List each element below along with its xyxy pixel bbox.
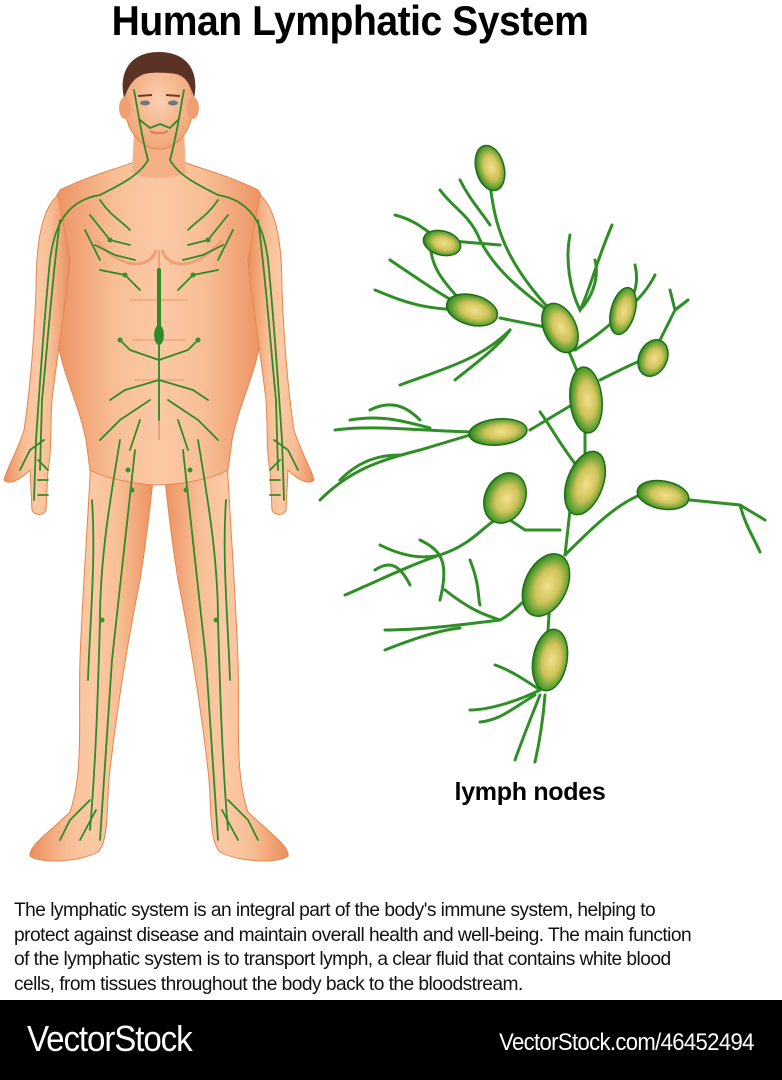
lymph-node (609, 286, 637, 336)
vectorstock-logo: VectorStock (27, 1018, 193, 1059)
lymph-node (563, 450, 607, 516)
lymph-node (468, 418, 528, 446)
lymph-node (637, 339, 669, 377)
lymph-node (569, 366, 603, 434)
lymph-node (541, 302, 579, 354)
watermark-footer-bar: VectorStock VectorStock.com/46452494 (0, 1000, 782, 1080)
lymph-node (445, 293, 499, 327)
lymph-node-glands (422, 144, 690, 692)
description-paragraph: The lymphatic system is an integral part… (14, 899, 782, 997)
description-line: of the lymphatic system is to transport … (14, 949, 671, 971)
lymph-node (521, 553, 571, 617)
description-line: protect against disease and maintain ove… (14, 924, 692, 946)
lymph-nodes-label: lymph nodes (454, 778, 606, 806)
vectorstock-image-url: VectorStock.com/46452494 (499, 1029, 754, 1056)
page-title: Human Lymphatic System (111, 0, 589, 44)
lymph-node (474, 144, 506, 192)
lymph-node (483, 472, 527, 524)
human-body-illustration (3, 52, 315, 862)
description-line: cells, from tissues throughout the body … (14, 973, 523, 995)
lymph-node (531, 628, 569, 692)
lymph-nodes-illustration (318, 144, 767, 764)
illustration-area (0, 50, 782, 870)
body-lymph-node-dots (99, 237, 219, 623)
lymph-node (636, 479, 690, 511)
description-line: The lymphatic system is an integral part… (14, 900, 656, 921)
lymph-node (422, 229, 462, 257)
